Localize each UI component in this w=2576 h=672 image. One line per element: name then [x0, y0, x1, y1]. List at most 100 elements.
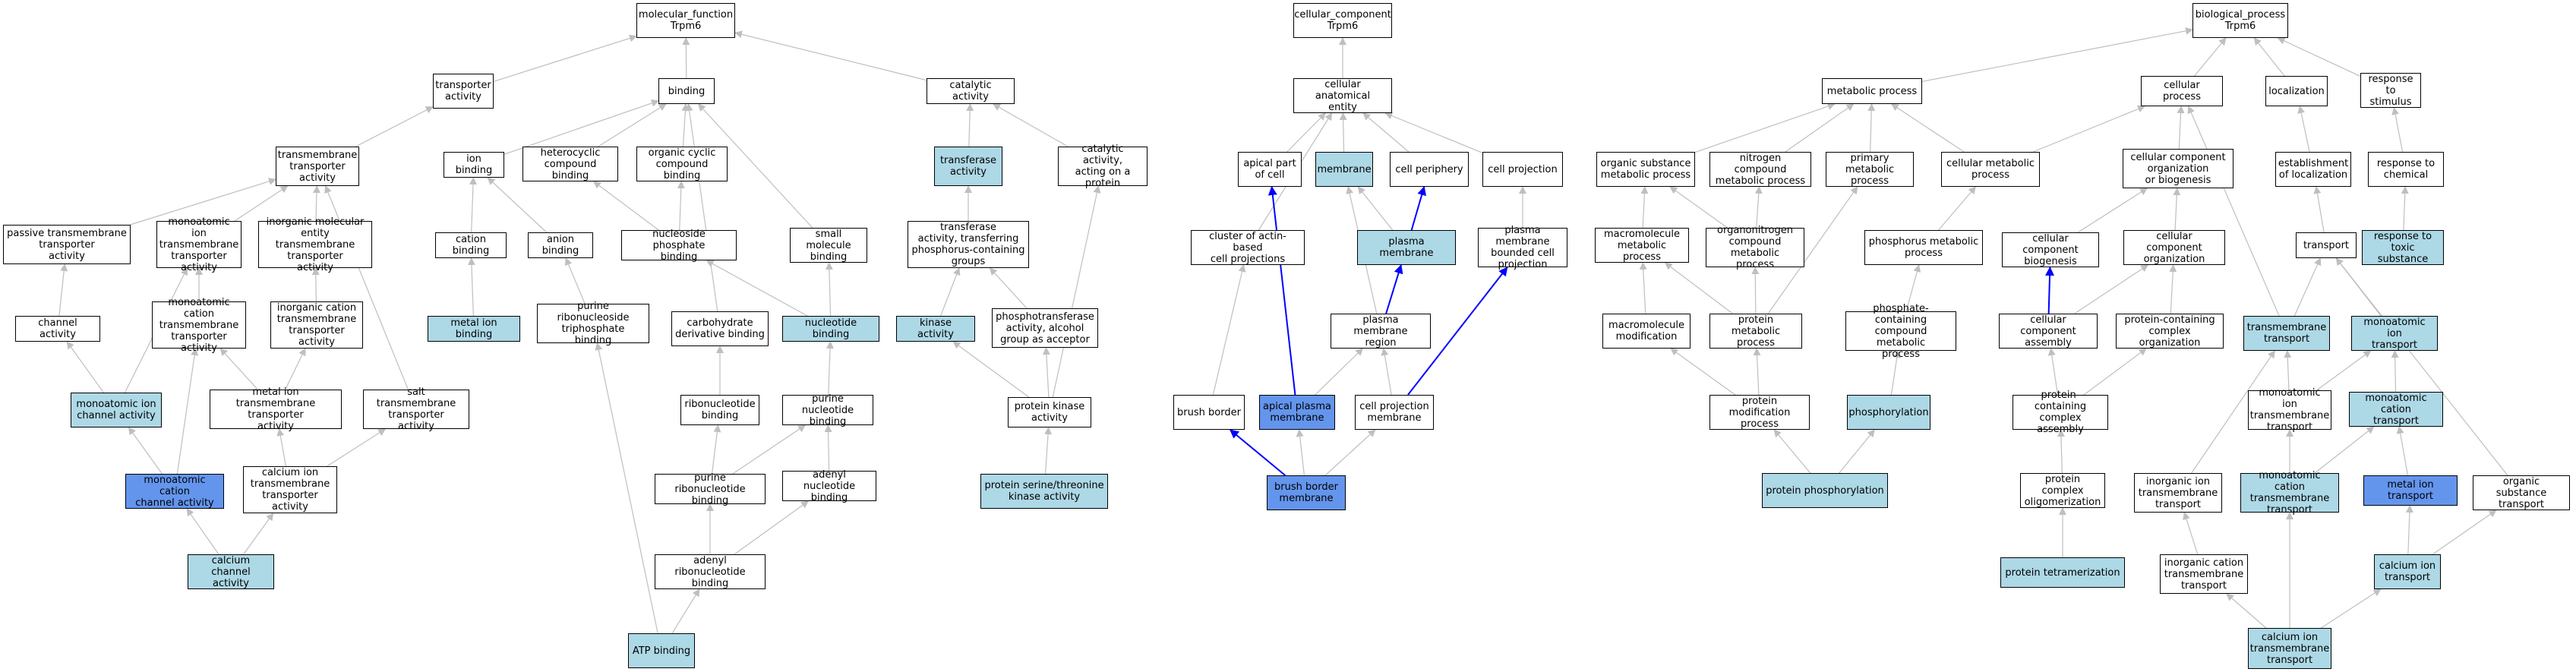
go-term-cc: cellular_component Trpm6	[1293, 3, 1392, 38]
go-term-calcium-ion-tm: calcium ion transmembrane transporter ac…	[243, 466, 337, 513]
edge-cell-projection-membrane-to-pm-bounded-projection	[1407, 267, 1508, 396]
edge-response-to-chemical-to-response-to-stimulus	[2391, 107, 2404, 153]
go-term-small-molecule-binding: small molecule binding	[790, 228, 867, 263]
go-term-organic-substance-transport: organic substance transport	[2473, 475, 2570, 510]
go-term-pcc-assembly: protein-containing complex assembly	[2012, 390, 2108, 435]
go-term-purine-nucleotide-binding: purine nucleotide binding	[782, 393, 873, 427]
go-term-plasma-membrane: plasma membrane	[1357, 230, 1456, 265]
edge-protein-metabolic-to-organonitrogen-metabolic	[1751, 267, 1760, 314]
edge-calcium-ion-tm-to-salt-tm	[327, 428, 387, 467]
edge-calcium-channel-to-calcium-ion-tm	[243, 513, 274, 555]
edge-phosphate-metabolic-to-phosphorus-metabolic	[1905, 264, 1921, 312]
go-term-ion-binding: ion binding	[444, 152, 504, 178]
edge-calcium-ion-transport-to-organic-substance-transport	[2432, 510, 2497, 555]
edge-cellular-metabolic-to-metabolic-process	[1890, 103, 1965, 153]
edge-protein-metabolic-to-macromolecule-metabolic	[1664, 262, 1733, 314]
edge-heterocyclic-binding-to-binding	[598, 103, 667, 147]
go-term-monoatomic-cation-channel: monoatomic cation channel activity	[125, 474, 224, 509]
go-term-tm-transporter-activity: transmembrane transporter activity	[276, 147, 359, 186]
go-term-macromolecule-metabolic: macromolecule metabolic process	[1595, 228, 1689, 263]
go-term-transferase-phosphorus: transferase activity, transferring phosp…	[908, 221, 1029, 268]
edge-response-toxic-to-response-to-chemical	[2401, 186, 2409, 231]
go-term-cc-biogenesis: cellular component biogenesis	[2002, 232, 2099, 267]
edge-cellular-process-to-bp	[2194, 37, 2227, 77]
go-term-transport: transport	[2296, 232, 2357, 258]
edge-macromolecule-metabolic-to-organic-substance-metabolic	[1640, 186, 1649, 229]
go-term-monoatomic-ion-tm: monoatomic ion transmembrane transporter…	[156, 216, 242, 273]
edge-transport-to-establishment-localization	[2313, 186, 2325, 233]
edge-primary-metabolic-to-metabolic-process	[1867, 103, 1876, 153]
go-term-passive-tm: passive transmembrane transporter activi…	[3, 225, 131, 264]
go-term-catalytic-activity: catalytic activity	[927, 78, 1015, 104]
go-term-mf: molecular_function Trpm6	[636, 3, 735, 38]
edge-nucleotide-binding-to-nucleoside-phosphate-binding	[706, 260, 808, 317]
edge-protein-modification-to-protein-metabolic	[1753, 348, 1761, 396]
go-term-binding: binding	[658, 78, 715, 104]
go-term-cell-projection-membrane: cell projection membrane	[1355, 395, 1434, 430]
edge-transporter-activity-to-mf	[493, 34, 637, 82]
go-term-atp-binding: ATP binding	[628, 633, 695, 668]
edge-organonitrogen-metabolic-to-organic-substance-metabolic	[1669, 186, 1728, 229]
go-term-monoatomic-cation-tm-transport: monoatomic cation transmembrane transpor…	[2240, 470, 2339, 516]
edge-passive-tm-to-tm-transporter-activity	[130, 178, 276, 226]
edge-channel-activity-to-passive-tm	[58, 263, 68, 317]
go-term-nucleoside-phosphate-binding: nucleoside phosphate binding	[621, 229, 737, 263]
edge-cell-periphery-to-cellular-anatomical-entity	[1362, 112, 1410, 153]
go-term-ccob: cellular component organization or bioge…	[2123, 149, 2233, 188]
go-term-phosphotransferase: phosphotransferase activity, alcohol gro…	[992, 308, 1098, 348]
edge-salt-tm-to-tm-transporter-activity	[324, 185, 409, 390]
edge-phosphorus-metabolic-to-cellular-metabolic	[1938, 186, 1976, 231]
edge-catalytic-protein-to-catalytic-activity	[993, 103, 1069, 147]
go-term-inorganic-cation-tm-transport: inorganic cation transmembrane transport	[2160, 554, 2248, 594]
go-term-heterocyclic-binding: heterocyclic compound binding	[522, 147, 618, 181]
go-term-transferase-activity: transferase activity	[934, 147, 1002, 186]
go-term-monoatomic-cation-transport: monoatomic cation transport	[2349, 392, 2443, 427]
go-term-inorganic-cation-tm: inorganic cation transmembrane transport…	[270, 301, 363, 349]
go-term-calcium-channel: calcium channel activity	[188, 554, 274, 589]
edge-purine-ribonucleotide-binding-to-purine-nucleotide-binding	[732, 424, 807, 475]
edge-phosphorylation-to-phosphate-metabolic	[1890, 350, 1901, 396]
edge-monoatomic-ion-tm-to-tm-transporter-activity	[234, 185, 289, 222]
go-term-cell-projection: cell projection	[1482, 152, 1563, 187]
edge-tm-transporter-activity-to-transporter-activity	[355, 106, 434, 147]
go-term-phosphate-metabolic: phosphate-containing compound metabolic …	[1845, 303, 1956, 360]
edge-catalytic-activity-to-mf	[734, 30, 927, 81]
edge-purine-nucleotide-binding-to-nucleotide-binding	[826, 341, 835, 396]
go-term-transmembrane-transport: transmembrane transport	[2243, 316, 2330, 351]
go-term-monoatomic-ion-channel: monoatomic ion channel activity	[71, 393, 162, 427]
go-term-carbohydrate-derivative-binding: carbohydrate derivative binding	[671, 311, 769, 346]
go-term-cc-organization: cellular component organization	[2123, 230, 2225, 265]
go-term-brush-border: brush border	[1173, 395, 1245, 430]
go-term-response-to-chemical: response to chemical	[2368, 152, 2444, 187]
edge-calcium-ion-tm-transport-to-inorganic-cation-tm-transport	[2226, 593, 2267, 629]
edge-monoatomic-cation-channel-to-monoatomic-cation-tm	[176, 348, 199, 475]
edge-metal-ion-tm-to-inorganic-cation-tm	[285, 348, 306, 390]
edge-pcc-assembly-to-cc-assembly	[2047, 348, 2059, 396]
go-term-ribonucleotide-binding: ribonucleotide binding	[680, 395, 759, 425]
edge-apical-pm-to-apical-part	[1267, 186, 1296, 396]
go-term-salt-tm: salt transmembrane transporter activity	[363, 386, 469, 432]
edge-cc-biogenesis-to-ccob	[2077, 188, 2148, 233]
edge-localization-to-bp	[2253, 37, 2285, 77]
go-term-monoatomic-cation-tm: monoatomic cation transmembrane transpor…	[152, 297, 246, 354]
edge-apical-pm-to-pm-region	[1315, 348, 1364, 396]
edge-inorganic-cation-tm-to-inorganic-molecular-tm	[311, 267, 320, 302]
edge-cc-organization-to-ccob	[2173, 188, 2181, 231]
edge-atp-binding-to-purine-ribonucleoside-tp-binding	[595, 342, 658, 634]
edge-plasma-membrane-to-membrane	[1357, 186, 1394, 231]
go-term-inorganic-ion-tm-transport: inorganic ion transmembrane transport	[2134, 473, 2222, 513]
go-term-response-to-stimulus: response to stimulus	[2360, 73, 2421, 108]
edge-cc-assembly-to-cc-organization	[2074, 264, 2149, 314]
go-term-adenyl-ribonucleotide-binding: adenyl ribonucleotide binding	[655, 554, 766, 589]
go-term-organonitrogen-metabolic: organonitrogen compound metabolic proces…	[1706, 225, 1804, 270]
edge-nucleotide-binding-to-small-molecule-binding	[825, 262, 833, 317]
edge-apical-part-to-cellular-anatomical-entity	[1286, 112, 1326, 153]
edge-calcium-channel-to-monoatomic-cation-channel	[186, 508, 219, 555]
go-term-channel-activity: channel activity	[15, 316, 100, 342]
go-term-pm-region: plasma membrane region	[1331, 314, 1431, 349]
edge-adenyl-nucleotide-binding-to-purine-nucleotide-binding	[824, 424, 832, 472]
edge-cation-binding-to-ion-binding	[469, 177, 478, 233]
edge-establishment-localization-to-localization	[2297, 106, 2310, 153]
edge-cc-assembly-to-cc-biogenesis	[2045, 267, 2055, 314]
edge-organonitrogen-metabolic-to-nitrogen-compound-metabolic	[1754, 186, 1763, 229]
